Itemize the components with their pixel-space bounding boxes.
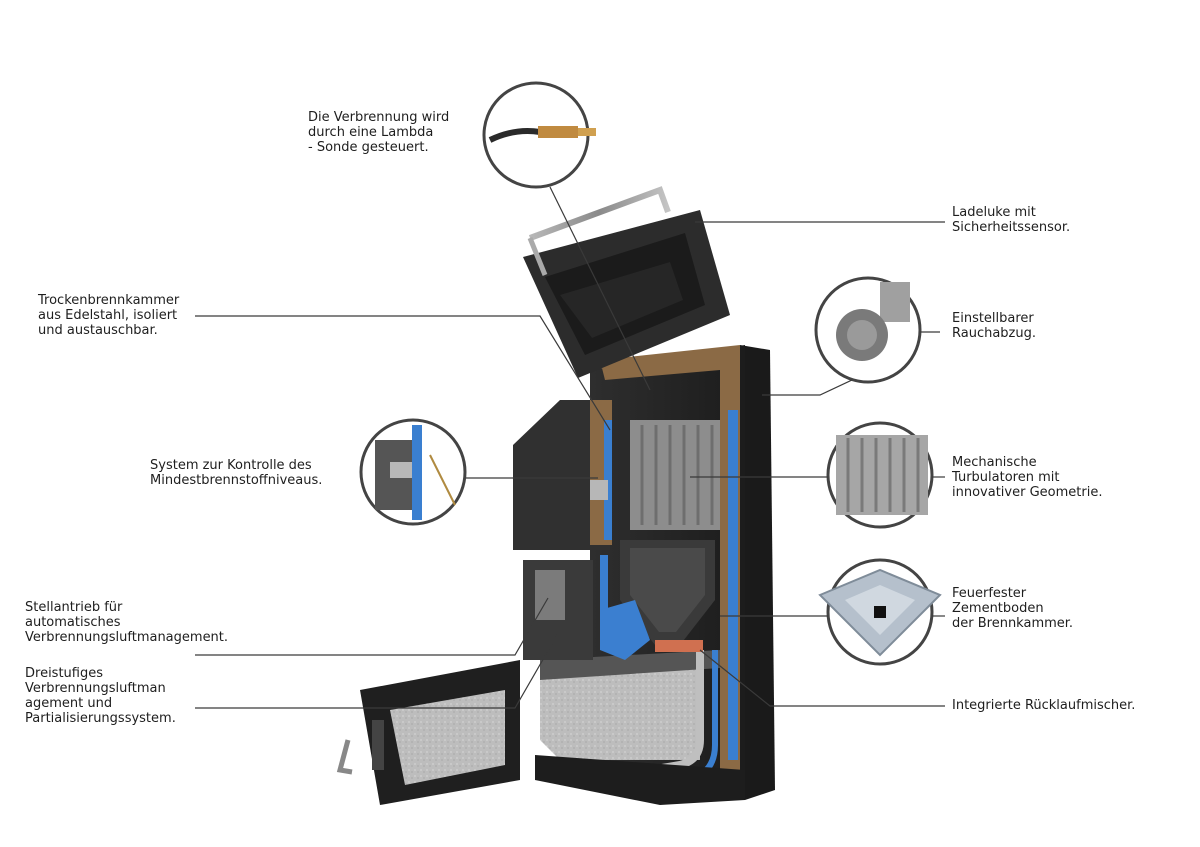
lambda-probe-body [538,126,578,138]
label-loading-door: Ladeluke mit Sicherheitssensor. [952,205,1071,235]
lower-firebox-lining [540,665,700,760]
front-door-hinge [372,720,384,770]
refractory-floor-opening [874,606,886,618]
turbulator-chamber [630,420,720,530]
label-return-mixer: Integrierte Rücklaufmischer. [952,698,1136,713]
front-door-lining [390,690,505,785]
lambda-probe-tip [578,128,596,136]
label-dry-combustion-chamber: Trockenbrennkammer aus Edelstahl, isolie… [38,293,180,338]
leader-flue [762,379,853,396]
turbulators-block [836,435,928,515]
label-three-stage-air: Dreistufiges Verbrennungsluftman agement… [25,666,176,726]
stove-upper-left-housing [513,400,610,550]
lambda-cable [488,128,541,143]
label-adjustable-flue: Einstellbarer Rauchabzug. [952,311,1037,341]
detail-flue [814,276,922,384]
label-actuator: Stellantrieb für automatisches Verbrennu… [25,600,229,645]
lid-handle-side [527,237,548,276]
loading-lid-panel [560,262,683,338]
label-turbulators: Mechanische Turbulatoren mit innovativer… [952,455,1103,500]
flue-pipe [880,282,910,322]
detail-turbulators [826,421,934,529]
level-sensor-part [590,480,608,500]
turbulators-detail-ribs [846,438,920,512]
label-min-fuel-level: System zur Kontrolle des Mindestbrennsto… [150,458,323,488]
level-sensor-arm [429,454,456,506]
front-door-handle [336,739,353,775]
flue-damper [847,320,877,350]
turbulator-ribs [640,425,714,525]
stove-illustration [336,186,775,805]
label-refractory-floor: Feuerfester Zementboden der Brennkammer. [952,586,1074,631]
leader-dry-chamber [195,315,611,431]
stove-side-panel [740,345,775,800]
leader-lines [195,186,945,709]
detail-level-sensor [359,418,467,526]
detail-refractory-floor [818,558,942,666]
detail-lambda-probe [482,81,596,189]
level-sensor-mechanism [390,462,412,478]
return-pipe [649,650,704,774]
insulation-layer [600,345,740,790]
water-jacket-left-lower [600,555,608,635]
label-lambda-probe: Die Verbrennung wird durch eine Lambda -… [308,110,450,155]
primary-air-channel [600,600,650,660]
leader-lambda [549,186,651,391]
leader-air-management [195,629,561,709]
leader-return-mixer [699,649,945,707]
combustion-funnel-inner [630,548,705,632]
refractory-floor-segment [655,640,703,652]
stove-base [535,755,745,805]
lid-handle [528,186,671,241]
water-jacket-right [728,410,738,760]
level-sensor-water [412,425,422,520]
leader-actuator [195,597,549,656]
